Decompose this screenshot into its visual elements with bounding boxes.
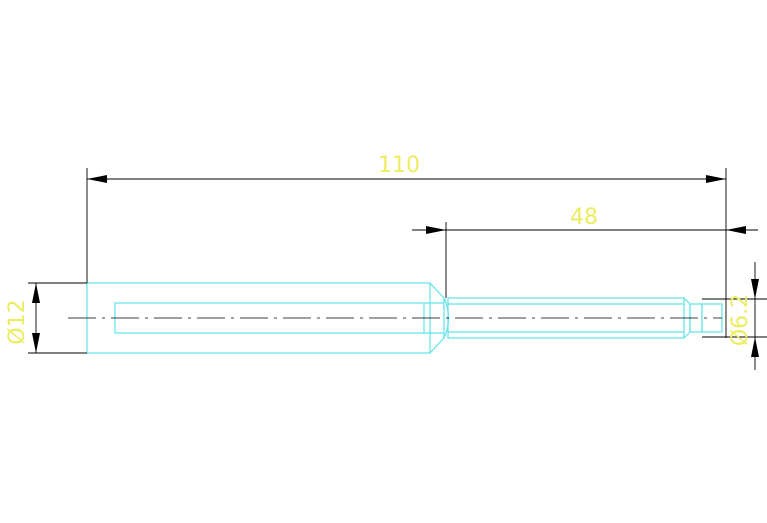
arrow-body-bottom	[32, 333, 40, 353]
shank-length-label: 48	[570, 205, 598, 230]
arrow-overall-left	[87, 175, 107, 183]
taper-outline	[429, 282, 445, 354]
tip-diameter-label: Ø6.2	[728, 294, 753, 346]
arrow-tip-top	[751, 279, 759, 299]
arrow-body-top	[32, 283, 40, 303]
arrow-shank-left	[426, 226, 446, 234]
arrow-shank-right	[726, 226, 746, 234]
arrowheads	[32, 175, 759, 357]
body-diameter-label: Ø12	[5, 299, 30, 344]
arrow-tip-bottom	[751, 337, 759, 357]
arrow-overall-right	[706, 175, 726, 183]
overall-length-label: 110	[378, 153, 420, 178]
drawing-sheet	[0, 148, 767, 370]
